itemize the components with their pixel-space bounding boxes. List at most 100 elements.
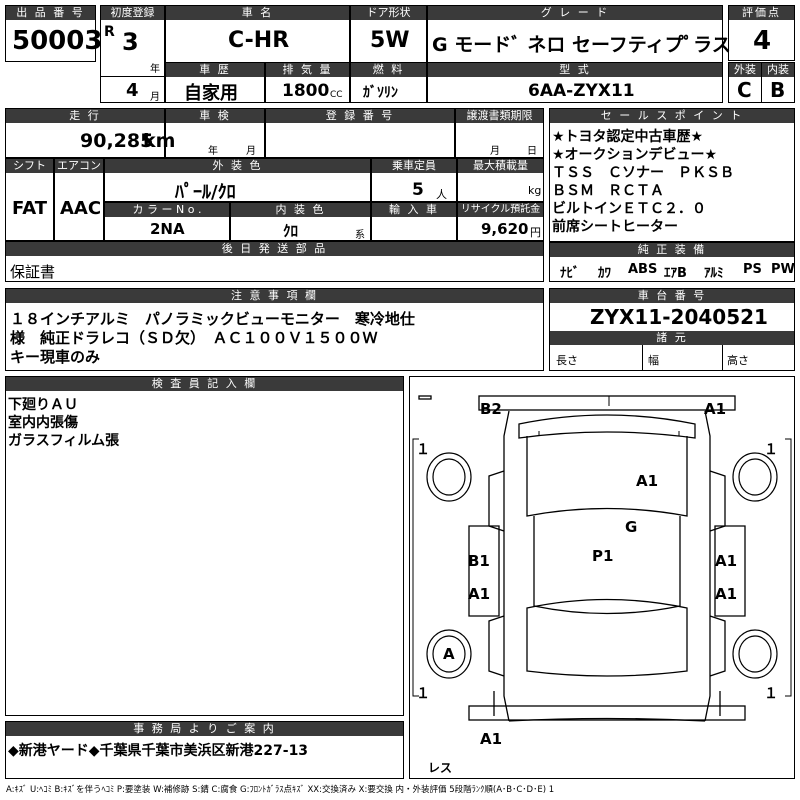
later-parts-label: 後 日 発 送 部 品: [6, 242, 543, 256]
spec-length: 長さ: [556, 354, 578, 367]
chassis-label: 車 台 番 号: [550, 289, 794, 303]
ac: AAC: [60, 198, 102, 219]
mark-a1-right: A1: [715, 552, 738, 570]
reg-year: 3: [122, 28, 139, 56]
import-label: 輸 入 車: [372, 203, 456, 217]
mark-one-left-front: １: [416, 686, 430, 702]
office-label: 事 務 局 よ り ご 案 内: [6, 722, 403, 736]
office-box: [5, 721, 404, 779]
color-no-box: [104, 202, 230, 241]
notes-label: 注 意 事 項 欄: [6, 289, 543, 303]
rating-label: 評価点: [729, 6, 794, 20]
recycle-box: [457, 202, 544, 241]
grade-label: グ レ ー ド: [428, 6, 722, 20]
displacement-label: 排 気 量: [266, 63, 349, 77]
equip-pw: PW: [771, 262, 795, 277]
spec-height: 高さ: [727, 354, 749, 367]
inspector-label: 検 査 員 記 入 欄: [6, 377, 403, 391]
mark-one-right-front: １: [764, 686, 778, 702]
mark-res: レス: [428, 761, 453, 775]
grade: G モードﾞ ネロ セーフティプﾟラス: [432, 34, 731, 56]
capacity-unit: 人: [436, 188, 447, 201]
int-color-label: 内 装 色: [231, 203, 370, 217]
exterior-grade: C: [737, 78, 752, 102]
inspector-line-3: ガラスフィルム張: [8, 433, 120, 449]
mark-p1: P1: [592, 547, 614, 565]
lot-number: 50003: [12, 26, 103, 56]
first-reg-label: 初度登録: [101, 6, 164, 20]
sales-points-box: [549, 108, 795, 242]
inspector-box: [5, 376, 404, 716]
history-box: [165, 62, 265, 103]
spec-label: 諸 元: [550, 331, 794, 345]
car-name: C-HR: [228, 28, 290, 53]
legend: A:ｷｽﾞ U:ﾍｺﾐ B:ｷｽﾞを伴うﾍｺﾐ P:要塗装 W:補修跡 S:錆 …: [6, 785, 555, 795]
mark-b1: B1: [468, 552, 490, 570]
mark-one-left-rear: １: [416, 442, 430, 458]
equipment-box: [549, 242, 795, 282]
capacity-box: [371, 158, 457, 202]
inspection-month: 月: [246, 146, 256, 157]
chassis-box: [549, 288, 795, 371]
shift-box: [5, 158, 54, 241]
model-label: 型 式: [428, 63, 722, 77]
mileage: 90,285: [80, 130, 154, 152]
transfer-box: [455, 108, 544, 158]
int-color: ｸﾛ: [283, 222, 299, 240]
inspector-line-1: 下廻りＡＵ: [8, 397, 78, 413]
int-color-box: [230, 202, 371, 241]
door-label: ドア形状: [351, 6, 426, 20]
car-name-label: 車 名: [166, 6, 349, 20]
mileage-unit: km: [143, 130, 176, 152]
inspection-label: 車 検: [166, 109, 264, 123]
mark-a1-left: A1: [468, 585, 491, 603]
transfer-day: 日: [527, 146, 537, 157]
notes-line-1: １８インチアルミ パノラミックビューモニター 寒冷地仕: [10, 310, 415, 328]
notes-line-3: キー現車のみ: [10, 348, 101, 366]
lot-box: [5, 5, 96, 62]
spec-width: 幅: [648, 354, 659, 367]
inspection-year: 年: [208, 146, 218, 157]
sales-line-1: ★トヨタ認定中古車歴★: [552, 129, 704, 145]
chassis-number: ZYX11-2040521: [590, 305, 768, 329]
door-type: 5W: [370, 28, 410, 53]
later-parts: 保証書: [10, 263, 56, 281]
reg-no-box: [265, 108, 455, 158]
equip-airbag: ｴｱB: [664, 266, 687, 281]
equip-ps: PS: [743, 262, 762, 277]
fuel-box: [350, 62, 427, 103]
rating-box: [728, 5, 795, 61]
era: R: [104, 24, 115, 40]
history-label: 車 歴: [166, 63, 264, 77]
mark-a1-right-2: A1: [715, 585, 738, 603]
sales-line-2: ★オークションデビュー★: [552, 147, 718, 163]
rating: 4: [753, 26, 772, 56]
reg-year-unit: 年: [150, 64, 160, 75]
equipment-label: 純 正 装 備: [550, 243, 794, 257]
mileage-label: 走 行: [6, 109, 164, 123]
color-no: 2NA: [150, 220, 185, 238]
first-reg-box: [100, 5, 165, 103]
interior-label: 内装: [762, 63, 794, 77]
shift-label: シフト: [6, 159, 53, 173]
sales-points-label: セ ー ル ス ポ イ ン ト: [550, 109, 794, 123]
inspection-box: [165, 108, 265, 158]
color-no-label: カ ラ ー N o .: [105, 203, 229, 217]
lot-label: 出 品 番 号: [6, 6, 95, 20]
import-box: [371, 202, 457, 241]
history: 自家用: [184, 83, 238, 104]
mark-a1-front: A1: [480, 730, 503, 748]
mark-one-right-rear: １: [764, 442, 778, 458]
model-box: [427, 62, 723, 103]
sales-line-6: 前席シートヒーター: [552, 219, 678, 235]
ac-label: エアコン: [55, 159, 103, 173]
max-load-box: [457, 158, 544, 202]
ext-color-box: [104, 158, 371, 202]
car-diagram: [412, 395, 792, 722]
inspector-line-2: 室内内張傷: [8, 415, 78, 431]
transfer-month: 月: [490, 146, 500, 157]
mark-a1-rear: A1: [704, 400, 727, 418]
exterior-label: 外装: [729, 63, 761, 77]
reg-no-label: 登 録 番 号: [266, 109, 454, 123]
sales-line-5: ビルトインＥＴＣ２．０: [552, 201, 706, 217]
